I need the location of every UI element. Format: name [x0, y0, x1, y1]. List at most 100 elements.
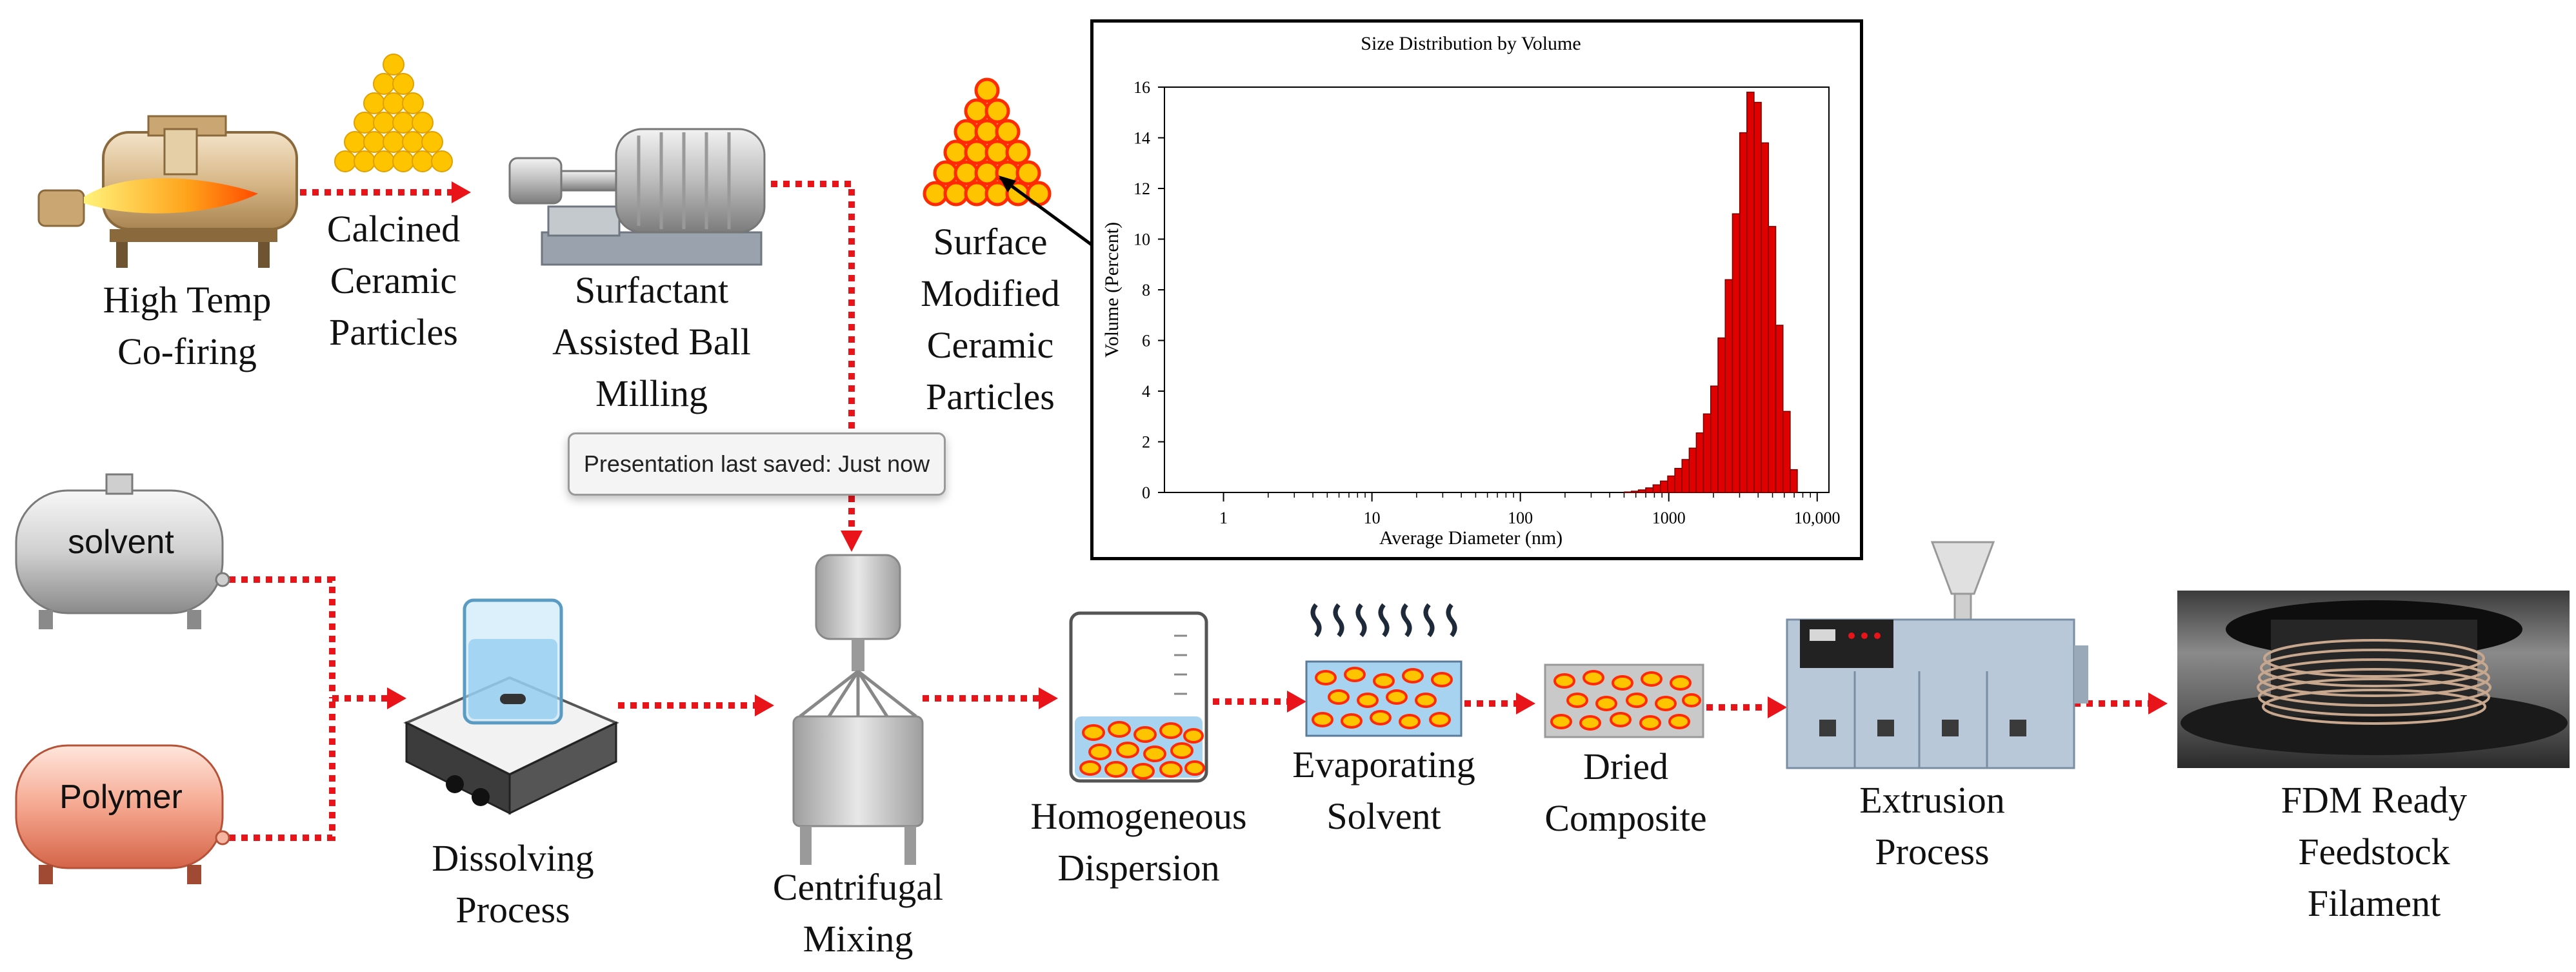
chart-bar	[1710, 385, 1719, 493]
chart-bar	[1768, 226, 1777, 493]
label-line: Dissolving	[432, 837, 594, 879]
label-fdm-filament: FDM Ready Feedstock Filament	[2226, 775, 2522, 929]
solvent-tank-label: solvent	[68, 523, 174, 561]
chart-y-tick-label: 8	[1142, 281, 1150, 299]
chart-x-tick-label: 1	[1219, 509, 1228, 527]
polymer-tank-label: Polymer	[59, 778, 183, 816]
label-evaporating-solvent: Evaporating Solvent	[1268, 739, 1500, 842]
label-calcined-particles: Calcined Ceramic Particles	[284, 203, 503, 358]
label-line: Particles	[329, 311, 458, 353]
chart-bar	[1645, 487, 1654, 493]
chart-bar	[1782, 410, 1791, 493]
label-line: Solvent	[1326, 795, 1441, 837]
evaporating-solvent-icon	[1305, 603, 1463, 737]
chart-x-axis-label: Average Diameter (nm)	[1379, 527, 1563, 549]
chart-bar	[1695, 432, 1704, 493]
chart-bar	[1732, 213, 1741, 493]
chart-bar	[1775, 325, 1784, 493]
label-surface-modified-particles: Surface Modified Ceramic Particles	[890, 216, 1090, 423]
label-line: FDM Ready	[2281, 779, 2468, 821]
label-line: Co-firing	[117, 330, 257, 372]
label-line: Extrusion	[1859, 779, 2005, 821]
label-extrusion-process: Extrusion Process	[1816, 775, 2048, 878]
chart-bar	[1746, 92, 1755, 493]
chart-bar	[1637, 489, 1646, 493]
chart-bar	[1717, 337, 1726, 493]
label-dried-composite: Dried Composite	[1519, 741, 1732, 844]
label-line: Ceramic	[926, 324, 1054, 366]
chart-x-tick-label: 1000	[1652, 509, 1686, 527]
ball-mill-icon	[508, 128, 766, 266]
chart-y-tick-label: 0	[1142, 483, 1150, 502]
label-line: Surface	[933, 221, 1048, 263]
label-line: Milling	[595, 372, 708, 414]
label-line: Modified	[921, 272, 1060, 314]
chart-bar	[1702, 413, 1712, 493]
chart-title: Size Distribution by Volume	[1361, 33, 1581, 54]
label-line: Dispersion	[1057, 847, 1220, 889]
label-line: Evaporating	[1292, 744, 1475, 785]
extruder-icon	[1786, 541, 2088, 769]
label-line: High Temp	[103, 279, 272, 321]
chart-y-tick-label: 14	[1133, 129, 1150, 148]
label-line: Dried	[1583, 745, 1669, 787]
chart-bar	[1761, 142, 1770, 493]
save-status-tooltip: Presentation last saved: Just now	[568, 432, 946, 496]
label-line: Assisted Ball	[552, 321, 751, 363]
label-line: Particles	[926, 376, 1055, 418]
chart-bar	[1681, 459, 1690, 493]
label-centrifugal-mixing: Centrifugal Mixing	[742, 862, 974, 965]
chart-y-tick-label: 4	[1142, 382, 1150, 401]
chart-bar	[1739, 132, 1748, 493]
chart-bar	[1688, 447, 1697, 493]
calcined-particles-icon	[334, 54, 453, 172]
label-line: Centrifugal	[772, 866, 944, 908]
label-line: Homogeneous	[1030, 795, 1247, 837]
label-line: Calcined	[326, 208, 461, 250]
label-line: Surfactant	[574, 269, 729, 311]
chart-bar	[1667, 475, 1675, 493]
arrow-heads	[387, 181, 2168, 718]
label-dissolving-process: Dissolving Process	[384, 833, 642, 936]
chart-y-axis-label: Volume (Percent)	[1101, 222, 1123, 358]
hotplate-beaker-icon	[403, 598, 619, 815]
centrifugal-mixer-icon	[792, 554, 924, 865]
dispersion-beaker-icon	[1069, 611, 1208, 783]
chart-bar	[1674, 467, 1682, 493]
label-line: Process	[455, 889, 570, 931]
chart-y-tick-label: 16	[1133, 78, 1150, 97]
label-line: Composite	[1544, 797, 1707, 839]
boiler-icon	[37, 115, 298, 268]
chart-bar	[1660, 480, 1668, 493]
label-homogeneous-dispersion: Homogeneous Dispersion	[1006, 791, 1271, 894]
solvent-tank-icon	[15, 473, 230, 629]
label-line: Ceramic	[330, 259, 457, 301]
chart-y-tick-label: 12	[1133, 179, 1150, 198]
surface-modified-particles-icon	[923, 77, 1052, 207]
chart-bar	[1724, 279, 1733, 493]
chart-bar	[1652, 484, 1661, 493]
chart-y-tick-label: 10	[1133, 230, 1150, 249]
label-high-temp-cofiring: High Temp Co-firing	[52, 274, 323, 378]
label-line: Filament	[2307, 882, 2441, 924]
chart-x-tick-label: 10,000	[1794, 509, 1841, 527]
polymer-tank-icon	[15, 744, 230, 884]
chart-pointer-line	[999, 176, 1098, 250]
label-line: Feedstock	[2298, 831, 2450, 873]
dried-composite-icon	[1544, 663, 1704, 738]
filament-spool-photo	[2177, 591, 2570, 768]
chart-y-tick-label: 2	[1142, 433, 1150, 452]
label-line: Process	[1875, 831, 1990, 873]
chart-x-tick-label: 100	[1508, 509, 1533, 527]
chart-y-tick-label: 6	[1142, 332, 1150, 350]
label-line: Mixing	[803, 918, 914, 960]
chart-bar	[1790, 469, 1798, 493]
chart-x-tick-label: 10	[1364, 509, 1381, 527]
label-ball-milling: Surfactant Assisted Ball Milling	[503, 265, 800, 420]
chart-bar	[1630, 491, 1639, 493]
chart-bar	[1753, 101, 1762, 493]
